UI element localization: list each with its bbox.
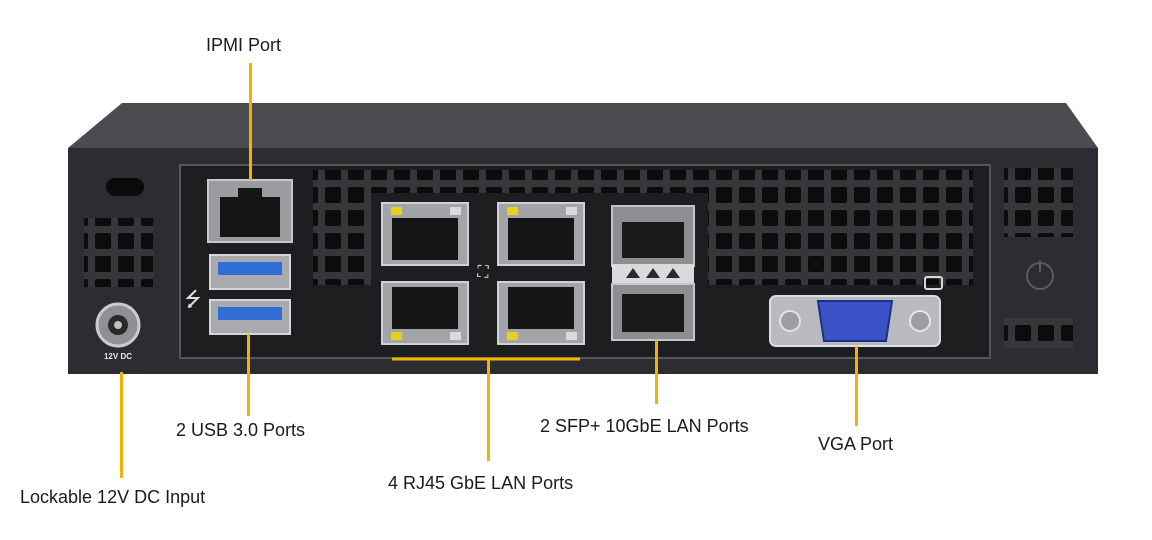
usb-port-1[interactable] — [209, 254, 291, 290]
rj45-port-4[interactable] — [497, 281, 585, 345]
sfp-cage-1[interactable] — [611, 205, 695, 267]
power-symbol-icon — [1026, 260, 1054, 290]
sfp-leader — [655, 340, 658, 404]
dc-marking: 12V DC — [104, 352, 132, 361]
left-vent — [84, 218, 153, 287]
usb-label: 2 USB 3.0 Ports — [176, 420, 306, 440]
vga-port[interactable] — [769, 295, 941, 347]
rj45-leader — [487, 360, 490, 461]
network-icon: ⛶ — [477, 262, 489, 281]
right-vent — [1004, 168, 1073, 237]
vga-leader — [855, 346, 858, 426]
rj45-port-3[interactable] — [381, 281, 469, 345]
sfp-cage-2[interactable] — [611, 283, 695, 341]
dc-input-label: Lockable 12V DC Input — [20, 487, 206, 507]
usb-leader — [247, 334, 250, 416]
rj45-port-1[interactable] — [381, 202, 469, 266]
usb-port-2[interactable] — [209, 299, 291, 335]
top-vent — [313, 170, 973, 193]
right-lower-vent — [1004, 318, 1073, 348]
chassis-top — [68, 103, 1098, 148]
usb-icon: ⭍ — [185, 287, 202, 311]
rj45-port-2[interactable] — [497, 202, 585, 266]
sfp-label: 2 SFP+ 10GbE LAN Ports — [540, 416, 749, 436]
ipmi-leader — [249, 63, 252, 180]
rj45-label: 4 RJ45 GbE LAN Ports — [388, 473, 574, 493]
sfp-latch-strip — [612, 264, 694, 284]
mid-vent-right — [708, 193, 973, 285]
monitor-icon — [924, 276, 943, 290]
ipmi-port[interactable] — [207, 179, 293, 243]
dc-leader — [120, 372, 123, 478]
ipmi-label: IPMI Port — [206, 35, 282, 55]
vga-label: VGA Port — [818, 434, 894, 454]
lock-slot — [106, 178, 144, 196]
mid-vent-left — [313, 193, 371, 285]
